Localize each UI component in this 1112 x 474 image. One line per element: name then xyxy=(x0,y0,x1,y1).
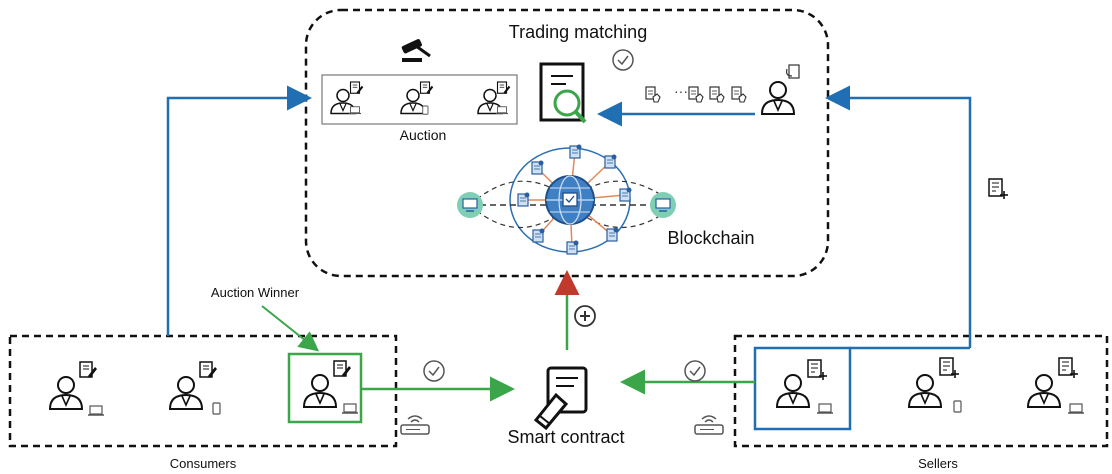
consumer-3-winner xyxy=(303,360,359,414)
network-computer-right-icon xyxy=(650,192,676,218)
auction-winner-highlight xyxy=(287,352,363,424)
consumer-2 xyxy=(169,361,221,415)
seller-2 xyxy=(908,357,962,413)
blockchain-label: Blockchain xyxy=(667,228,754,248)
smart-contract-icon xyxy=(533,366,588,431)
auction-label: Auction xyxy=(400,127,447,143)
add-block-icon xyxy=(574,305,596,327)
consumer-router-icon xyxy=(400,415,430,435)
seller-submitter xyxy=(761,64,800,115)
smart-contract-label: Smart contract xyxy=(507,427,624,447)
auction-panel xyxy=(321,39,518,125)
sellers-box xyxy=(733,334,1109,448)
consumer-1 xyxy=(49,361,105,416)
svg-text:···: ··· xyxy=(674,83,688,99)
auction-winner-pointer xyxy=(261,305,320,352)
seller-offer-queue: ··· xyxy=(645,83,747,103)
matching-document-search-icon xyxy=(539,62,587,124)
consumers-box xyxy=(8,334,398,448)
selected-seller-highlight xyxy=(753,346,852,431)
network-computer-left-icon xyxy=(457,192,483,218)
consumer-to-auction-arrow xyxy=(166,85,312,336)
seller-3 xyxy=(1027,357,1085,414)
matching-check-icon xyxy=(612,49,634,71)
seller-check-icon xyxy=(684,360,706,382)
sellers-label: Sellers xyxy=(918,456,958,471)
seller-to-matching-arrow xyxy=(825,85,972,348)
consumers-label: Consumers xyxy=(170,456,237,471)
consumer-check-icon xyxy=(423,360,445,382)
seller-1-selected xyxy=(776,359,834,414)
seller-router-icon xyxy=(694,415,724,435)
globe-icon xyxy=(545,175,595,225)
trading-matching-box xyxy=(304,8,830,278)
auction-winner-label: Auction Winner xyxy=(211,285,300,300)
gavel-icon xyxy=(401,39,431,62)
trading-matching-title: Trading matching xyxy=(509,22,647,42)
seller-add-doc-icon xyxy=(988,178,1009,200)
blockchain-network xyxy=(457,143,676,255)
